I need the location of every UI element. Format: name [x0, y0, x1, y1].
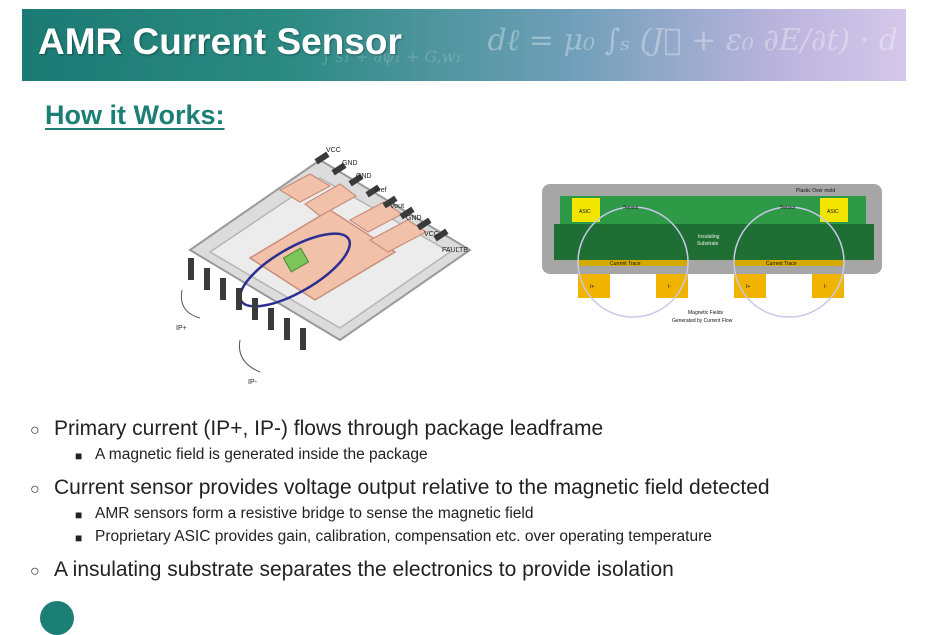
decorative-corner-arc [40, 601, 74, 635]
sensor-label: Sensor [780, 205, 796, 211]
asic-block [820, 198, 848, 222]
sub-bullet-item: ■ A magnetic field is generated inside t… [75, 444, 910, 467]
bullet-text: Current sensor provides voltage output r… [54, 476, 770, 499]
pin-label: VCC [326, 147, 341, 154]
trace-label: Current Trace [610, 261, 641, 267]
field-label: Magnetic Fields [688, 310, 724, 316]
sub-bullet-text: A magnetic field is generated inside the… [95, 446, 428, 463]
ip-label: I+ [746, 284, 750, 290]
substrate-label: Substrate [697, 241, 719, 247]
sub-bullet-item: ■ AMR sensors form a resistive bridge to… [75, 503, 910, 526]
current-pins [188, 258, 306, 350]
terminal-label-neg: IP- [248, 379, 258, 386]
bullet-item: ○ A insulating substrate separates the e… [30, 557, 910, 585]
asic-label: ASIC [579, 209, 591, 215]
field-label: Generated by Current Flow [672, 318, 733, 324]
pin-label: Vout [390, 203, 404, 210]
ip-label: I+ [590, 284, 594, 290]
terminal-label-pos: IP+ [176, 325, 187, 332]
brace [180, 289, 201, 319]
pin-label: VCC [424, 231, 439, 238]
trace-label: Current Trace [766, 261, 797, 267]
square-bullet-icon: ■ [75, 449, 83, 463]
signal-pins [314, 151, 449, 242]
pin-label: GND [406, 215, 422, 222]
title-banner: ∫ s₁ + ∂ψ₁ + G,w₁ dℓ = μ₀ ∫ₛ (J⃗ + ε₀ ∂E… [22, 9, 906, 81]
sub-bullet-item: ■ Proprietary ASIC provides gain, calibr… [75, 526, 910, 549]
brace [238, 339, 261, 373]
hollow-bullet-icon: ○ [30, 481, 40, 498]
substrate-label: Insulating [698, 234, 720, 240]
asic-block [572, 198, 600, 222]
current-trace [734, 260, 844, 266]
substrate [554, 224, 874, 260]
banner-decoration: ∫ s₁ + ∂ψ₁ + G,w₁ [322, 47, 462, 66]
hollow-bullet-icon: ○ [30, 563, 40, 580]
square-bullet-icon: ■ [75, 508, 83, 522]
pin-label: FAULTB [442, 247, 468, 254]
sensor-die [282, 247, 310, 273]
hollow-bullet-icon: ○ [30, 422, 40, 439]
bullet-item: ○ Current sensor provides voltage output… [30, 475, 910, 503]
bullet-item: ○ Primary current (IP+, IP-) flows throu… [30, 416, 910, 444]
ip-label: I- [824, 284, 827, 290]
pin-label: GND [356, 173, 372, 180]
bullet-list: ○ Primary current (IP+, IP-) flows throu… [30, 416, 910, 585]
banner-equation-decoration: dℓ = μ₀ ∫ₛ (J⃗ + ε₀ ∂E/∂t) · d [487, 23, 898, 58]
square-bullet-icon: ■ [75, 531, 83, 545]
package-leadframe-figure: VCC GND GND Vref Vout GND VCC FAULTB IP+… [176, 147, 472, 386]
pin-label: Vref [374, 187, 387, 194]
leadframe-trace [278, 173, 332, 203]
slide-title: AMR Current Sensor [38, 21, 402, 62]
leadframe-trace [303, 183, 358, 217]
asic-label: ASIC [827, 209, 839, 215]
bullet-text: Primary current (IP+, IP-) flows through… [54, 417, 604, 440]
sub-bullet-text: AMR sensors form a resistive bridge to s… [95, 505, 534, 522]
leadframe-pad [248, 209, 397, 301]
magnetic-field-loop [577, 206, 689, 318]
bullet-text: A insulating substrate separates the ele… [54, 558, 674, 581]
sensor-label: Sensor [623, 205, 639, 211]
section-heading: How it Works: [45, 100, 225, 130]
sub-bullet-text: Proprietary ASIC provides gain, calibrat… [95, 528, 712, 545]
pin-label: GND [342, 160, 358, 167]
cross-section-figure: Plastic Over mold ASIC ASIC Sensor Senso… [542, 184, 882, 324]
current-trace [578, 260, 688, 266]
magnetic-field-loop [733, 206, 845, 318]
leadframe-trace [368, 219, 428, 253]
mold-label: Plastic Over mold [796, 188, 835, 194]
ip-label: I- [668, 284, 671, 290]
